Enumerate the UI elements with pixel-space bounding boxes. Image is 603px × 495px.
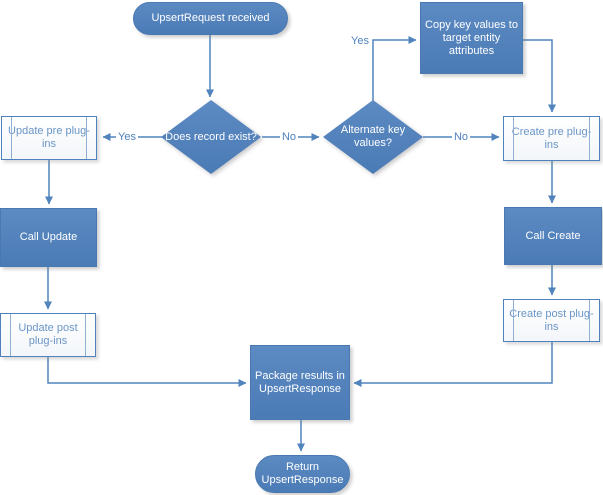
copy-key-values-process: Copy key values to target entity attribu… — [420, 2, 523, 74]
edge-label-alternate-yes: Yes — [349, 35, 371, 47]
call-update-label: Call Update — [19, 231, 78, 243]
call-create-label: Call Create — [525, 229, 581, 242]
does-record-exist-decision: Does record exist? — [161, 100, 261, 174]
edge-copy-to-create-pre — [523, 39, 556, 113]
alternate-key-values-decision: Alternate key values? — [323, 100, 423, 174]
package-results-process: Package results in UpsertResponse — [250, 345, 350, 420]
package-results-label: Package results in UpsertResponse — [255, 369, 345, 395]
does-record-exist-label: Does record exist? — [165, 130, 257, 143]
create-post-plugins-process: Create post plug-ins — [503, 299, 600, 342]
copy-key-values-label: Copy key values to target entity attribu… — [425, 18, 518, 57]
edge-label-exist-no: No — [279, 131, 299, 143]
start-label: UpsertRequest received — [151, 12, 270, 24]
update-post-plugins-process: Update post plug-ins — [0, 313, 96, 357]
edge-alternate-yes-to-copy — [372, 36, 417, 101]
edge-update-post-to-package — [47, 357, 247, 387]
alternate-key-values-label: Alternate key values? — [340, 124, 406, 149]
return-terminator: Return UpsertResponse — [255, 455, 350, 493]
start-terminator: UpsertRequest received — [133, 2, 288, 35]
edge-label-exist-yes: Yes — [116, 131, 138, 143]
does-record-exist-diamond: Does record exist? — [161, 100, 261, 174]
edge-label-alternate-no: No — [451, 131, 471, 143]
return-label: Return UpsertResponse — [261, 461, 344, 486]
create-post-plugins-label: Create post plug-ins — [509, 307, 594, 333]
update-post-plugins-label: Update post plug-ins — [18, 322, 78, 347]
call-update-process: Call Update — [0, 208, 97, 267]
alternate-key-values-diamond: Alternate key values? — [323, 100, 423, 174]
call-create-process: Call Create — [504, 207, 602, 265]
create-pre-plugins-process: Create pre plug-ins — [503, 116, 600, 161]
edge-create-post-to-package — [353, 342, 553, 387]
create-pre-plugins-label: Create pre plug-ins — [511, 125, 592, 151]
update-pre-plugins-label: Update pre plug-ins — [8, 125, 90, 150]
update-pre-plugins-process: Update pre plug-ins — [1, 116, 97, 160]
